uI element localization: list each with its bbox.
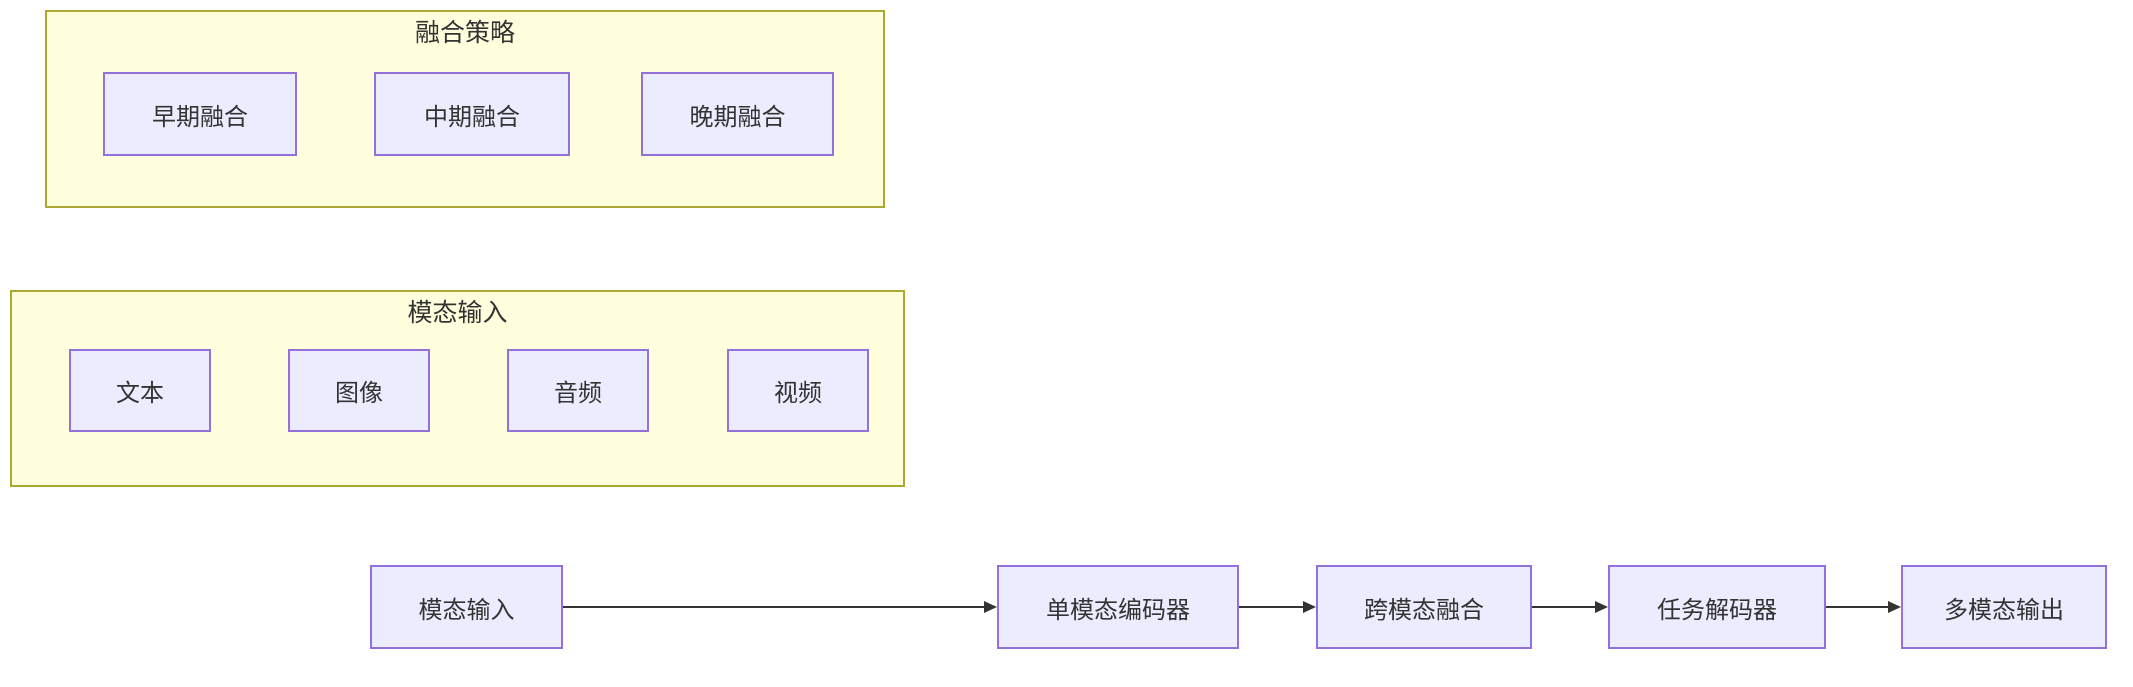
node-early-fusion: 早期融合 [103,72,297,156]
flow-node-crossmodal-fusion: 跨模态融合 [1316,565,1532,649]
flow-node-multimodal-output: 多模态输出 [1901,565,2107,649]
node-late-fusion: 晚期融合 [641,72,834,156]
node-image: 图像 [288,349,430,432]
arrowhead-icon [984,601,997,613]
flow-node-task-decoder: 任务解码器 [1608,565,1826,649]
subgraph-fusion-strategies: 融合策略 早期融合 中期融合 晚期融合 [45,10,885,208]
arrowhead-icon [1888,601,1901,613]
node-text: 文本 [69,349,211,432]
edge-decoder-to-output [1826,606,1888,608]
edge-encoder-to-fusion [1239,606,1303,608]
flow-node-modality-input: 模态输入 [370,565,563,649]
flow-node-unimodal-encoder: 单模态编码器 [997,565,1239,649]
node-audio: 音频 [507,349,649,432]
arrowhead-icon [1595,601,1608,613]
arrowhead-icon [1303,601,1316,613]
subgraph-modality-inputs: 模态输入 文本 图像 音频 视频 [10,290,905,487]
node-video: 视频 [727,349,869,432]
subgraph-fusion-strategies-title: 融合策略 [414,19,515,47]
edge-fusion-to-decoder [1532,606,1595,608]
subgraph-modality-inputs-title: 模态输入 [407,299,508,327]
node-mid-fusion: 中期融合 [374,72,570,156]
edge-input-to-encoder [563,606,984,608]
